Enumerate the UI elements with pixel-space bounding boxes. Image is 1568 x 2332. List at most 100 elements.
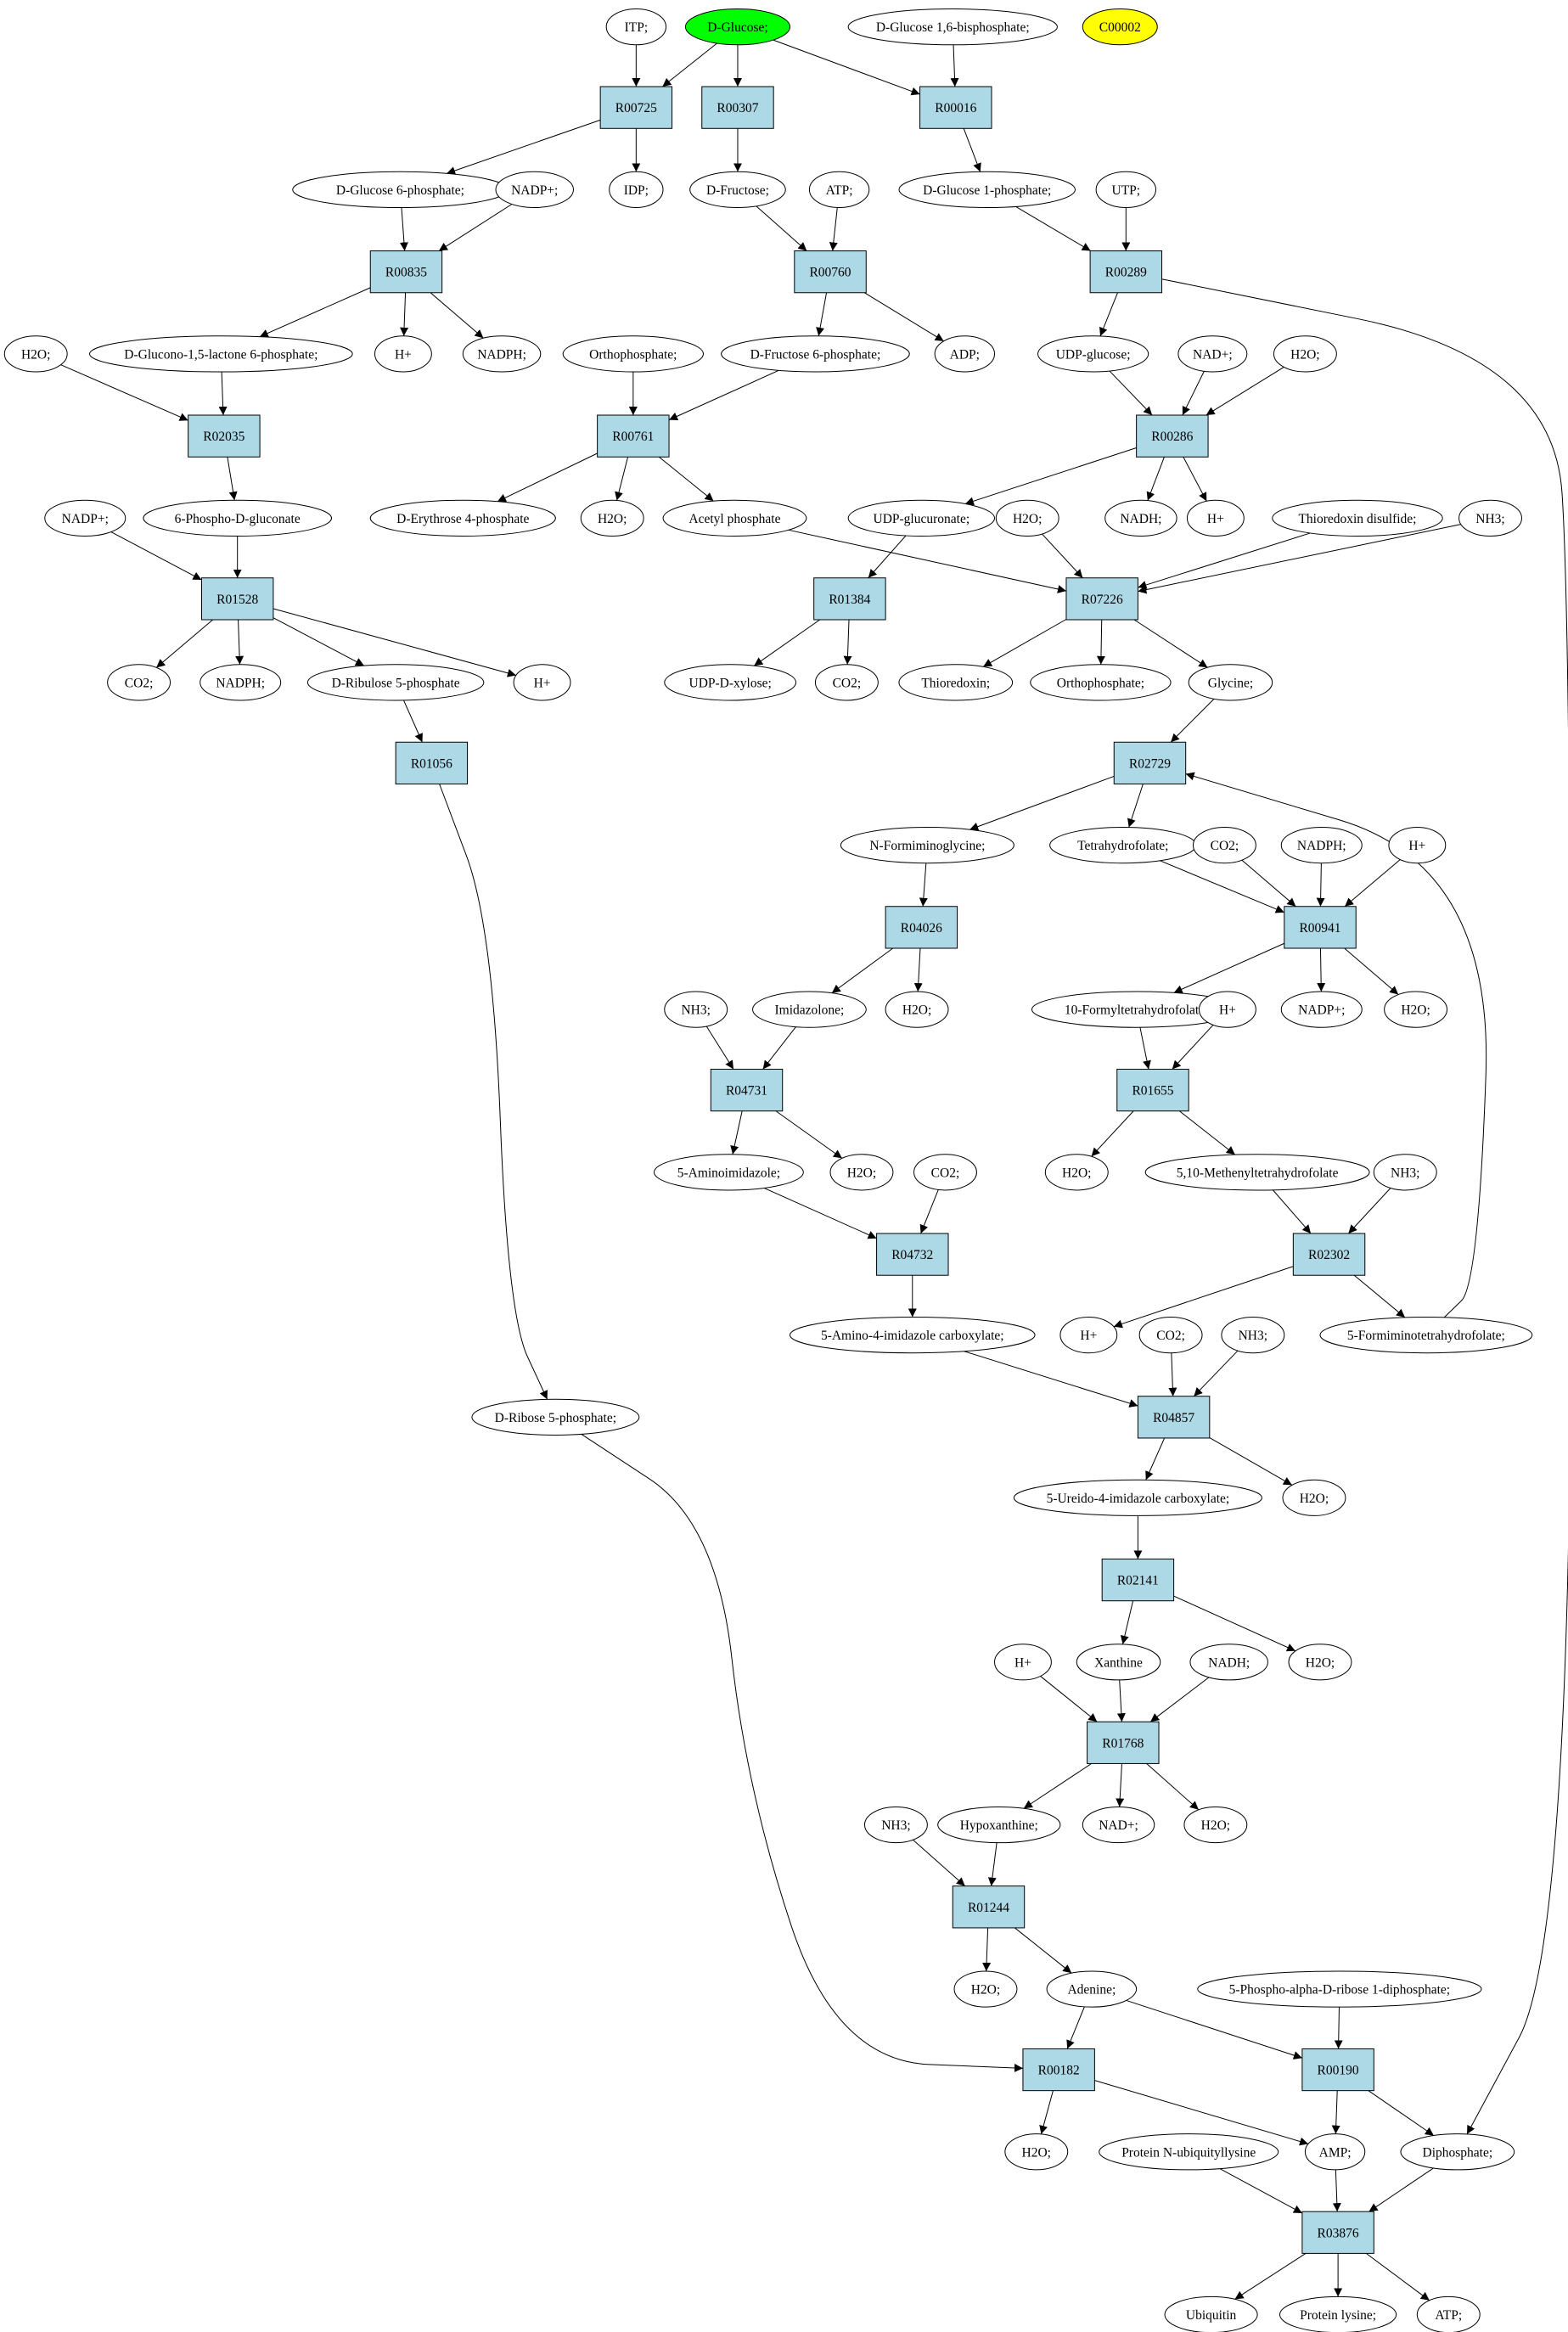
reaction-node-r00760[interactable]: R00760 xyxy=(794,250,867,294)
compound-ellipse[interactable] xyxy=(44,499,126,537)
compound-ellipse[interactable] xyxy=(605,8,667,46)
compound-node-amp[interactable]: AMP; xyxy=(1304,2133,1366,2171)
compound-node-dfru[interactable]: D-Fructose; xyxy=(689,171,786,209)
compound-node-h2o_10[interactable]: H2O; xyxy=(1288,1644,1352,1681)
compound-node-h2o_6[interactable]: H2O; xyxy=(1384,991,1448,1028)
compound-ellipse[interactable] xyxy=(1188,664,1273,701)
reaction-box[interactable] xyxy=(1136,414,1209,458)
compound-ellipse[interactable] xyxy=(369,499,556,537)
compound-node-nadp2[interactable]: NAD+; xyxy=(1082,1806,1155,1844)
compound-ellipse[interactable] xyxy=(1384,991,1448,1028)
reaction-node-r00190[interactable]: R00190 xyxy=(1301,2048,1374,2092)
compound-ellipse[interactable] xyxy=(684,8,791,46)
compound-ellipse[interactable] xyxy=(808,171,870,209)
compound-node-hp3[interactable]: H+ xyxy=(513,664,571,701)
reaction-node-r01528[interactable]: R01528 xyxy=(200,577,274,621)
compound-node-h2o_8[interactable]: H2O; xyxy=(1044,1154,1109,1191)
compound-node-c00002[interactable]: C00002 xyxy=(1082,8,1158,46)
compound-node-g1p[interactable]: D-Glucose 1-phosphate; xyxy=(898,171,1076,209)
compound-ellipse[interactable] xyxy=(1095,171,1157,209)
compound-node-hyp[interactable]: Hypoxanthine; xyxy=(937,1806,1061,1844)
compound-node-nh3_3[interactable]: NH3; xyxy=(1373,1154,1437,1191)
compound-node-nadp1[interactable]: NAD+; xyxy=(1177,335,1248,373)
compound-ellipse[interactable] xyxy=(1030,664,1172,701)
reaction-box[interactable] xyxy=(885,906,958,949)
compound-node-aic[interactable]: 5-Amino-4-imidazole carboxylate; xyxy=(790,1316,1036,1354)
compound-ellipse[interactable] xyxy=(89,335,353,373)
compound-ellipse[interactable] xyxy=(374,335,432,373)
compound-ellipse[interactable] xyxy=(1189,1644,1268,1681)
compound-ellipse[interactable] xyxy=(994,1644,1052,1681)
compound-node-co2_2[interactable]: CO2; xyxy=(814,664,879,701)
compound-node-h2o_11[interactable]: H2O; xyxy=(1183,1806,1248,1844)
compound-node-hp2[interactable]: H+ xyxy=(1186,499,1245,537)
compound-node-nh3_5[interactable]: NH3; xyxy=(863,1806,928,1844)
compound-ellipse[interactable] xyxy=(913,1154,977,1191)
compound-ellipse[interactable] xyxy=(885,991,949,1028)
compound-ellipse[interactable] xyxy=(1082,8,1158,46)
compound-ellipse[interactable] xyxy=(143,499,333,537)
reaction-box[interactable] xyxy=(813,577,886,621)
compound-ellipse[interactable] xyxy=(1273,335,1337,373)
reaction-node-r04732[interactable]: R04732 xyxy=(876,1233,949,1276)
reaction-box[interactable] xyxy=(1292,1233,1366,1276)
compound-ellipse[interactable] xyxy=(562,335,705,373)
compound-ellipse[interactable] xyxy=(1013,1479,1262,1516)
reaction-node-r04731[interactable]: R04731 xyxy=(710,1068,784,1112)
compound-node-trx[interactable]: Thioredoxin; xyxy=(898,664,1014,701)
compound-node-trxss[interactable]: Thioredoxin disulfide; xyxy=(1272,499,1443,537)
compound-node-hp6[interactable]: H+ xyxy=(1059,1316,1118,1354)
compound-node-h2o_1[interactable]: H2O; xyxy=(3,335,68,373)
compound-ellipse[interactable] xyxy=(1199,991,1256,1028)
compound-ellipse[interactable] xyxy=(1416,2295,1481,2332)
compound-ellipse[interactable] xyxy=(471,1398,640,1436)
reaction-box[interactable] xyxy=(794,250,867,294)
compound-ellipse[interactable] xyxy=(1046,1970,1138,2008)
reaction-box[interactable] xyxy=(1137,1396,1211,1439)
compound-node-thf[interactable]: Tetrahydrofolate; xyxy=(1049,827,1197,864)
compound-node-hp4[interactable]: H+ xyxy=(1388,827,1447,864)
compound-ellipse[interactable] xyxy=(1037,335,1149,373)
compound-node-co2_4[interactable]: CO2; xyxy=(913,1154,977,1191)
compound-node-nadph2[interactable]: NADPH; xyxy=(200,664,282,701)
compound-node-ade[interactable]: Adenine; xyxy=(1046,1970,1138,2008)
compound-ellipse[interactable] xyxy=(107,664,171,701)
compound-node-nh3_4[interactable]: NH3; xyxy=(1221,1316,1285,1354)
compound-ellipse[interactable] xyxy=(934,335,996,373)
compound-ellipse[interactable] xyxy=(1183,1806,1248,1844)
reaction-node-r02302[interactable]: R02302 xyxy=(1292,1233,1366,1276)
compound-node-h2o_3[interactable]: H2O; xyxy=(580,499,644,537)
compound-node-h2o_9[interactable]: H2O; xyxy=(1282,1479,1346,1516)
compound-ellipse[interactable] xyxy=(1388,827,1447,864)
compound-node-acp[interactable]: Acetyl phosphate xyxy=(662,499,807,537)
compound-node-fthf10[interactable]: 10-Formyltetrahydrofolate; xyxy=(1031,991,1242,1028)
compound-ellipse[interactable] xyxy=(662,499,807,537)
compound-ellipse[interactable] xyxy=(953,1970,1018,2008)
reaction-node-r00941[interactable]: R00941 xyxy=(1284,906,1357,949)
reaction-node-r00289[interactable]: R00289 xyxy=(1089,250,1163,294)
compound-node-h2o_7[interactable]: H2O; xyxy=(829,1154,894,1191)
compound-node-nadph1[interactable]: NADPH; xyxy=(462,335,542,373)
reaction-node-r00761[interactable]: R00761 xyxy=(597,414,670,458)
compound-node-uic[interactable]: 5-Ureido-4-imidazole carboxylate; xyxy=(1013,1479,1262,1516)
compound-ellipse[interactable] xyxy=(1059,1316,1118,1354)
reaction-box[interactable] xyxy=(200,577,274,621)
reaction-box[interactable] xyxy=(395,741,469,784)
compound-ellipse[interactable] xyxy=(814,664,879,701)
compound-ellipse[interactable] xyxy=(898,171,1076,209)
compound-ellipse[interactable] xyxy=(1458,499,1522,537)
compound-node-pnul[interactable]: Protein N-ubiquityllysine xyxy=(1099,2133,1279,2171)
compound-node-nadh1[interactable]: NADH; xyxy=(1104,499,1177,537)
reaction-box[interactable] xyxy=(701,86,774,129)
reaction-node-r00016[interactable]: R00016 xyxy=(919,86,992,129)
reaction-box[interactable] xyxy=(876,1233,949,1276)
compound-ellipse[interactable] xyxy=(653,1154,804,1191)
compound-ellipse[interactable] xyxy=(1076,1644,1161,1681)
compound-node-ru5p[interactable]: D-Ribulose 5-phosphate xyxy=(306,664,485,701)
reaction-box[interactable] xyxy=(1065,577,1138,621)
compound-node-fit[interactable]: 5-Formiminotetrahydrofolate; xyxy=(1319,1316,1533,1354)
compound-node-nadh2[interactable]: NADH; xyxy=(1189,1644,1268,1681)
reaction-box[interactable] xyxy=(369,250,443,294)
compound-ellipse[interactable] xyxy=(513,664,571,701)
reaction-node-r00725[interactable]: R00725 xyxy=(599,86,673,129)
